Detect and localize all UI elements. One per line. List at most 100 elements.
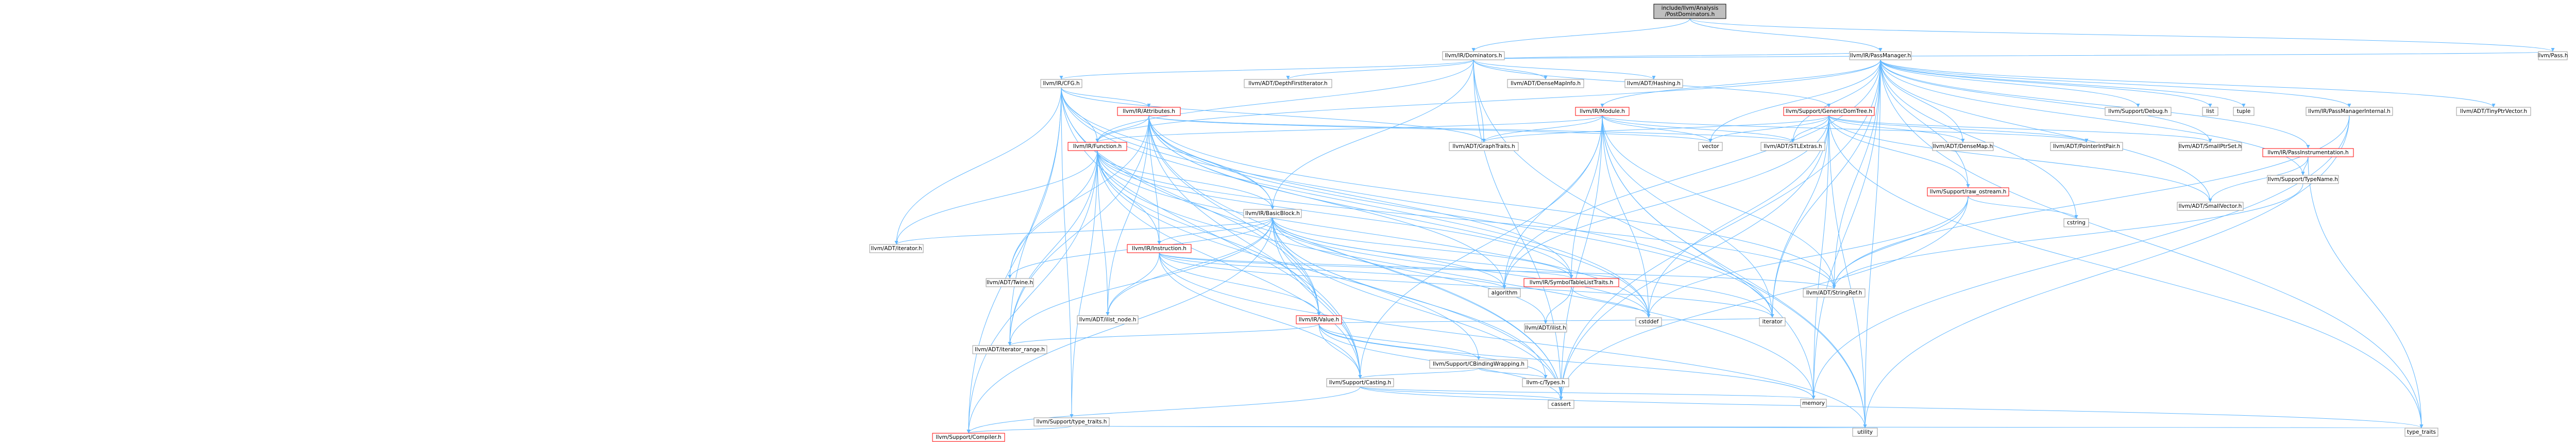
node-box-itrange — [972, 345, 1047, 354]
node-utility[interactable]: utility — [1852, 428, 1878, 437]
node-ilistnode[interactable]: llvm/ADT/ilist_node.h — [1077, 315, 1139, 324]
node-sps[interactable]: llvm/ADT/SmallPtrSet.h — [2178, 142, 2242, 151]
edge-pm-to-pinstr — [1880, 59, 2310, 149]
node-dfi[interactable]: llvm/ADT/DepthFirstIterator.h — [1244, 79, 1332, 88]
edge-attr-to-vector — [1148, 115, 1713, 143]
node-gtraits[interactable]: llvm/ADT/GraphTraits.h — [1449, 142, 1519, 151]
edge-bb-to-value — [1272, 217, 1321, 316]
node-typename[interactable]: llvm/Support/TypeName.h — [2267, 175, 2339, 184]
node-hashing[interactable]: llvm/ADT/Hashing.h — [1624, 79, 1683, 88]
node-smallvec[interactable]: llvm/ADT/SmallVector.h — [2177, 202, 2244, 211]
edge-attr-to-ilistnode — [1106, 115, 1149, 316]
node-stringref[interactable]: llvm/ADT/StringRef.h — [1803, 288, 1866, 298]
node-label-algorithm: algorithm — [1492, 290, 1518, 296]
node-box-algorithm — [1488, 288, 1521, 298]
edge-rawos-to-cassert — [1559, 195, 1969, 401]
node-itrange[interactable]: llvm/ADT/iterator_range.h — [972, 345, 1047, 354]
edge-module-to-casting — [1358, 115, 1603, 379]
node-cfg[interactable]: llvm/IR/CFG.h — [1040, 79, 1082, 88]
node-pmi[interactable]: llvm/IR/PassManagerInternal.h — [2306, 107, 2393, 116]
node-root[interactable]: include/llvm/Analysis/PostDominators.h — [1653, 4, 1726, 19]
node-module[interactable]: llvm/IR/Module.h — [1575, 107, 1630, 116]
node-function[interactable]: llvm/IR/Function.h — [1067, 142, 1127, 151]
node-algorithm[interactable]: algorithm — [1488, 288, 1521, 298]
edge-module-to-pip — [1602, 115, 2089, 143]
node-box-dom — [1442, 51, 1505, 60]
node-label-ctypes: llvm-c/Types.h — [1527, 380, 1565, 386]
node-cassert[interactable]: cassert — [1548, 400, 1574, 409]
edge-function-to-stringref — [1097, 150, 1836, 289]
edge-cfg-to-cstddef — [1061, 87, 1651, 318]
node-attr[interactable]: llvm/IR/Attributes.h — [1117, 107, 1181, 116]
node-tuple[interactable]: tuple — [2233, 107, 2255, 116]
node-iteratorstd[interactable]: iterator — [1759, 317, 1786, 326]
node-label-dmi: llvm/ADT/DenseMapInfo.h — [1511, 80, 1581, 87]
node-pm[interactable]: llvm/IR/PassManager.h — [1849, 51, 1912, 60]
node-box-value — [1296, 315, 1342, 324]
edge-pm-to-module — [1600, 59, 1881, 108]
node-twine[interactable]: llvm/ADT/Twine.h — [986, 278, 1034, 287]
node-box-debug — [2105, 107, 2172, 116]
edge-typetraits-to-compiler — [967, 425, 1072, 434]
node-box-memory — [1800, 399, 1827, 408]
edge-dom-to-dmi — [1473, 59, 1548, 80]
node-densemap[interactable]: llvm/ADT/DenseMap.h — [1932, 142, 1994, 151]
edge-attr-to-instruction — [1148, 115, 1161, 245]
edge-bb-to-itrange — [1008, 217, 1273, 346]
node-iterator[interactable]: llvm/ADT/iterator.h — [869, 244, 924, 253]
node-box-typetraits — [1033, 417, 1110, 427]
node-typetraits[interactable]: llvm/Support/type_traits.h — [1033, 417, 1110, 427]
edge-module-to-cassert — [1559, 115, 1603, 401]
node-vector[interactable]: vector — [1698, 142, 1723, 151]
edge-gdt-to-iteratorstd — [1770, 115, 1829, 318]
node-bb[interactable]: llvm/IR/BasicBlock.h — [1243, 209, 1302, 218]
node-list[interactable]: list — [2202, 107, 2218, 116]
node-ctypes[interactable]: llvm-c/Types.h — [1522, 378, 1569, 387]
node-stlextras[interactable]: llvm/ADT/STLExtras.h — [1760, 142, 1825, 151]
edge-pm-to-tuple — [1880, 59, 2246, 108]
node-cstring[interactable]: cstring — [2063, 218, 2089, 227]
edge-pm-to-densemap — [1880, 59, 1965, 143]
node-casting[interactable]: llvm/Support/Casting.h — [1326, 378, 1394, 387]
node-cstddef[interactable]: cstddef — [1635, 317, 1662, 326]
edge-bb-to-compiler — [967, 217, 1273, 434]
node-memory[interactable]: memory — [1800, 399, 1827, 408]
node-type_traits[interactable]: type_traits — [2404, 428, 2438, 437]
node-label-gtraits: llvm/ADT/GraphTraits.h — [1452, 143, 1515, 150]
node-value[interactable]: llvm/IR/Value.h — [1296, 315, 1342, 324]
node-label-cstddef: cstddef — [1639, 319, 1659, 325]
node-dmi[interactable]: llvm/ADT/DenseMapInfo.h — [1507, 79, 1584, 88]
node-rawos[interactable]: llvm/Support/raw_ostream.h — [1927, 187, 2009, 197]
node-label-dfi: llvm/ADT/DepthFirstIterator.h — [1248, 80, 1327, 87]
edge-bb-to-casting — [1272, 217, 1362, 379]
node-box-rawos — [1927, 187, 2009, 197]
node-label-pip: llvm/ADT/PointerIntPair.h — [2053, 143, 2120, 150]
node-ilist[interactable]: llvm/ADT/ilist.h — [1524, 323, 1567, 333]
node-pip[interactable]: llvm/ADT/PointerIntPair.h — [2050, 142, 2123, 151]
node-debug[interactable]: llvm/Support/Debug.h — [2105, 107, 2172, 116]
node-box-densemap — [1932, 142, 1994, 151]
node-tpv[interactable]: llvm/ADT/TinyPtrVector.h — [2456, 107, 2531, 116]
node-gdt[interactable]: llvm/Support/GenericDomTree.h — [1783, 107, 1875, 116]
node-symtab[interactable]: llvm/IR/SymbolTableListTraits.h — [1523, 278, 1619, 287]
node-instruction[interactable]: llvm/IR/Instruction.h — [1127, 244, 1192, 253]
node-box-gdt — [1783, 107, 1875, 116]
node-dom[interactable]: llvm/IR/Dominators.h — [1442, 51, 1505, 60]
edge-function-to-typetraits — [1070, 150, 1098, 418]
node-pinstr[interactable]: llvm/IR/PassInstrumentation.h — [2262, 148, 2354, 157]
node-box-ilistnode — [1077, 315, 1139, 324]
edge-attr-to-casting — [1148, 115, 1362, 379]
node-cbw[interactable]: llvm/Support/CBindingWrapping.h — [1429, 359, 1528, 369]
node-pass[interactable]: llvm/Pass.h — [2537, 51, 2568, 60]
node-label-stlextras: llvm/ADT/STLExtras.h — [1764, 143, 1822, 150]
edge-function-to-iterator — [894, 150, 1098, 245]
edge-pm-to-smallvec — [1880, 59, 2212, 203]
edge-casting-to-type_traits — [1360, 386, 2424, 429]
node-label-pass: llvm/Pass.h — [2537, 53, 2568, 59]
node-label-densemap: llvm/ADT/DenseMap.h — [1933, 143, 1993, 150]
edge-pm-to-debug — [1880, 59, 2140, 108]
edge-function-to-symtab — [1097, 150, 1573, 279]
node-label-attr: llvm/IR/Attributes.h — [1123, 108, 1175, 114]
node-label-debug: llvm/Support/Debug.h — [2108, 108, 2167, 114]
node-compiler[interactable]: llvm/Support/Compiler.h — [932, 433, 1005, 442]
